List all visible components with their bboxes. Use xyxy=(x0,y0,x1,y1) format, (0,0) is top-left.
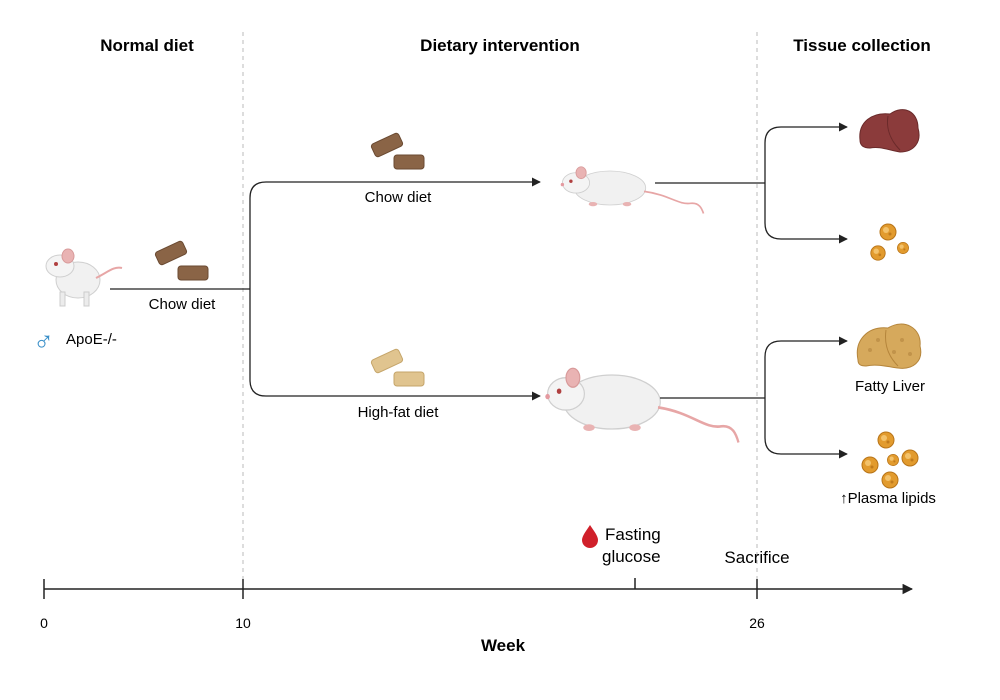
fatty-liver-icon xyxy=(856,323,922,369)
branch-lower-arrow xyxy=(249,289,541,401)
mouse-strain-label: ApoE-/- xyxy=(66,331,117,348)
phase-title-tissue-collection: Tissue collection xyxy=(793,36,931,55)
hfd-mouse-icon xyxy=(543,366,740,444)
lower-liver-arrow xyxy=(764,336,848,398)
initial-diet-label: Chow diet xyxy=(149,296,217,313)
axis-title: Week xyxy=(481,636,526,655)
blood-drop-icon xyxy=(582,525,598,548)
upper-plasma-arrow xyxy=(764,183,848,244)
chow-pellet-upper-icon xyxy=(370,132,425,170)
fatty-liver-label: Fatty Liver xyxy=(855,378,925,395)
normal-plasma-lipids-icon xyxy=(870,223,909,261)
normal-liver-icon xyxy=(859,109,920,153)
lower-diet-label: High-fat diet xyxy=(358,404,440,421)
fasting-label-line2: glucose xyxy=(602,547,661,566)
lower-plasma-arrow xyxy=(764,398,848,459)
branch-upper-arrow xyxy=(249,177,541,289)
fasting-label-line1: Fasting xyxy=(605,525,661,544)
upper-liver-arrow xyxy=(764,122,848,183)
plasma-lipids-label: ↑Plasma lipids xyxy=(840,490,936,507)
tick-label-10: 10 xyxy=(235,615,251,631)
upper-diet-label: Chow diet xyxy=(365,189,433,206)
starting-mouse-icon xyxy=(45,248,123,307)
tick-label-0: 0 xyxy=(40,615,48,631)
elevated-plasma-lipids-icon xyxy=(861,431,919,489)
sacrifice-label: Sacrifice xyxy=(724,548,789,567)
tick-label-26: 26 xyxy=(749,615,765,631)
phase-title-dietary-intervention: Dietary intervention xyxy=(420,36,580,55)
chow-mouse-icon xyxy=(559,165,705,215)
hfd-pellet-icon xyxy=(370,348,425,387)
svg-text:♂: ♂ xyxy=(33,325,54,356)
phase-title-normal-diet: Normal diet xyxy=(100,36,194,55)
male-symbol-icon: ♂ xyxy=(33,325,54,356)
chow-pellet-icon xyxy=(154,240,209,281)
